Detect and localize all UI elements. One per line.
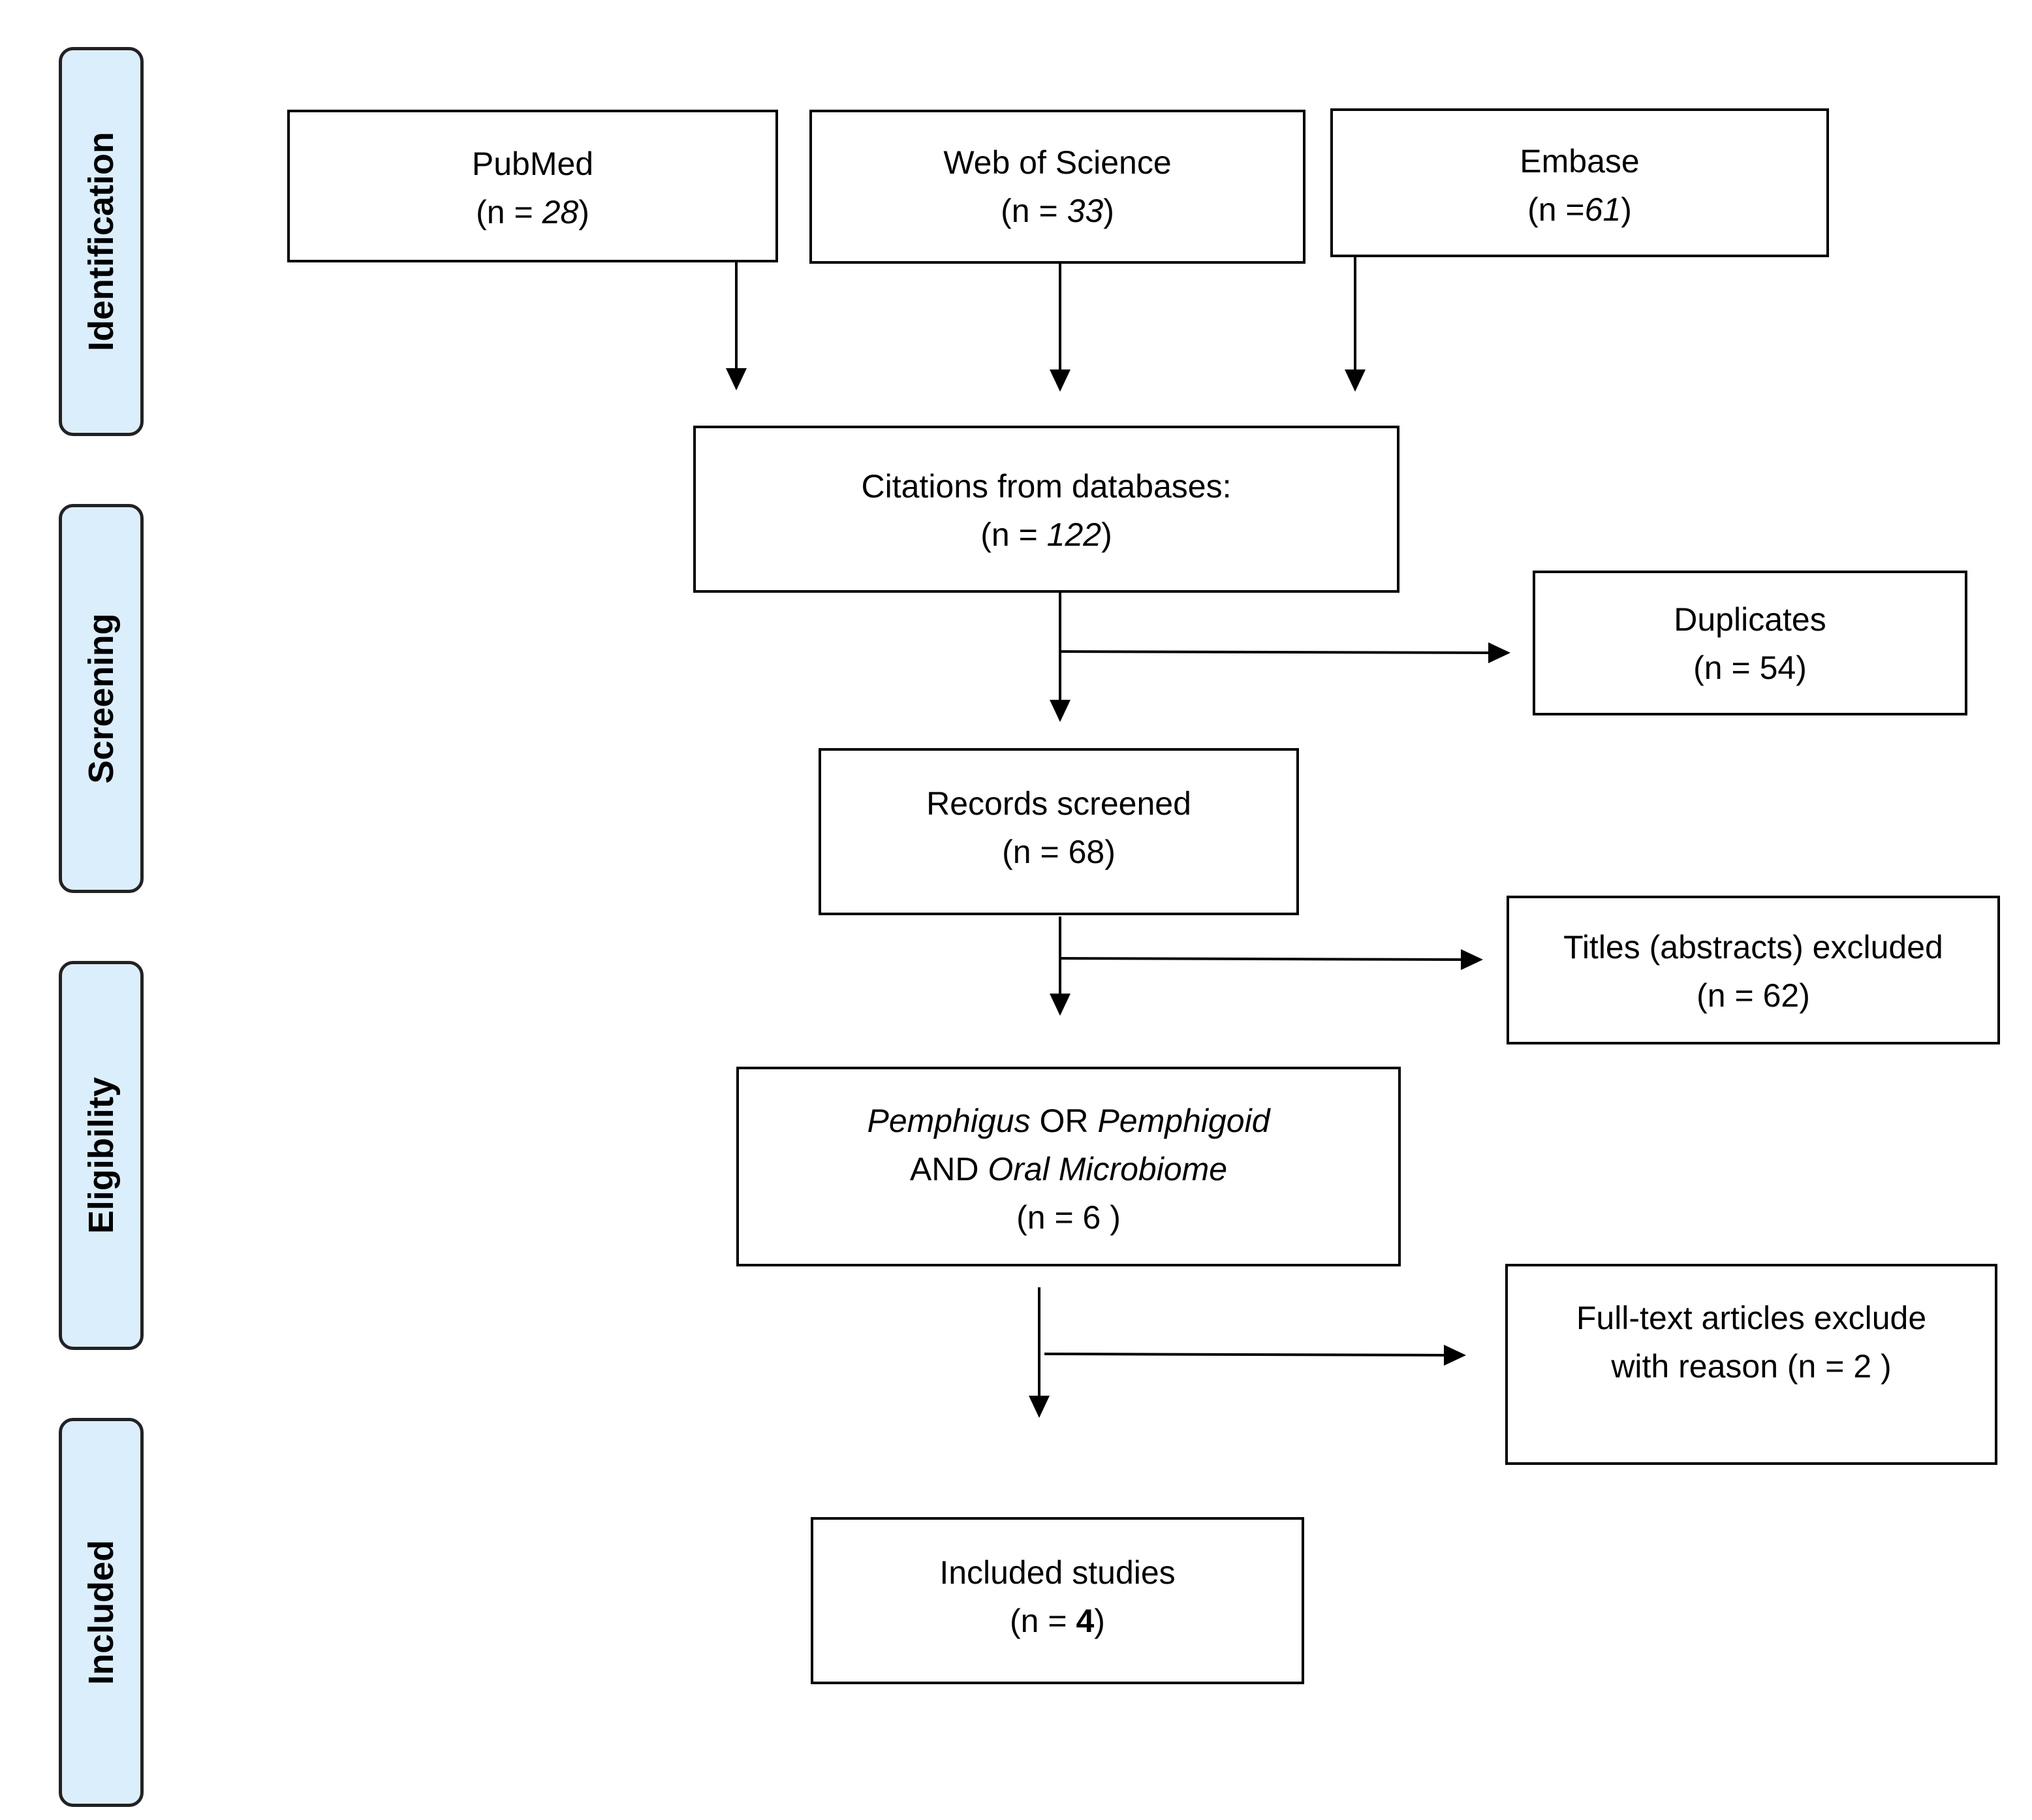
arrow-citations-to-duplicates xyxy=(1059,650,1493,654)
embase-box: Embase (n =61) xyxy=(1330,108,1829,257)
fulltext-excluded-box: Full-text articles exclude with reason (… xyxy=(1505,1264,1997,1465)
arrowhead-pubmed xyxy=(726,368,747,390)
fulltext-excluded-line2: with reason (n = 2 ) xyxy=(1611,1348,1892,1385)
records-screened-box: Records screened (n = 68) xyxy=(819,748,1299,915)
included-studies-count: (n = 4) xyxy=(1010,1603,1105,1639)
included-studies-box: Included studies (n = 4) xyxy=(811,1517,1304,1684)
titles-excluded-count: (n = 62) xyxy=(1696,977,1810,1014)
records-screened-title: Records screened xyxy=(926,785,1191,822)
embase-count: (n =61) xyxy=(1527,191,1632,228)
eligibility-criteria-count: (n = 6 ) xyxy=(1016,1199,1121,1236)
arrowhead-duplicates xyxy=(1488,642,1510,663)
stage-eligibility: Eligibility xyxy=(59,961,144,1350)
arrow-records-to-titles-excluded xyxy=(1059,957,1465,961)
pubmed-box: PubMed (n = 28) xyxy=(287,110,778,262)
fulltext-excluded-line1: Full-text articles exclude xyxy=(1576,1300,1927,1336)
arrowhead-records-down xyxy=(1050,994,1071,1016)
citations-title: Citations from databases: xyxy=(861,468,1232,505)
pubmed-count: (n = 28) xyxy=(476,194,589,230)
web-of-science-count: (n = 33) xyxy=(1001,193,1114,229)
duplicates-box: Duplicates (n = 54) xyxy=(1533,571,1967,715)
titles-excluded-box: Titles (abstracts) excluded (n = 62) xyxy=(1507,896,2000,1044)
eligibility-criteria-line1: Pemphigus OR Pemphigoid xyxy=(867,1103,1270,1139)
eligibility-criteria-line2: AND Oral Microbiome xyxy=(909,1151,1228,1187)
arrow-eligibility-to-fulltext-excluded xyxy=(1044,1353,1448,1357)
arrowhead-wos xyxy=(1050,369,1071,392)
titles-excluded-title: Titles (abstracts) excluded xyxy=(1563,929,1943,965)
arrowhead-fulltext-excluded xyxy=(1444,1345,1466,1366)
arrowhead-eligibility-down xyxy=(1029,1396,1050,1418)
duplicates-count: (n = 54) xyxy=(1693,650,1807,686)
stage-screening: Screening xyxy=(59,504,144,893)
arrowhead-embase xyxy=(1345,369,1366,392)
web-of-science-title: Web of Science xyxy=(943,144,1172,181)
records-screened-count: (n = 68) xyxy=(1002,834,1116,870)
pubmed-title: PubMed xyxy=(471,146,594,182)
stage-included: Included xyxy=(59,1418,144,1807)
duplicates-title: Duplicates xyxy=(1674,601,1826,638)
included-studies-title: Included studies xyxy=(939,1554,1176,1591)
citations-box: Citations from databases: (n = 122) xyxy=(693,426,1399,593)
web-of-science-box: Web of Science (n = 33) xyxy=(809,110,1305,264)
arrowhead-citations-down xyxy=(1050,700,1071,722)
arrowhead-titles-excluded xyxy=(1461,949,1483,970)
stage-identification: Identification xyxy=(59,47,144,436)
embase-title: Embase xyxy=(1520,143,1640,180)
eligibility-criteria-box: Pemphigus OR Pemphigoid AND Oral Microbi… xyxy=(736,1067,1401,1266)
citations-count: (n = 122) xyxy=(980,516,1112,553)
